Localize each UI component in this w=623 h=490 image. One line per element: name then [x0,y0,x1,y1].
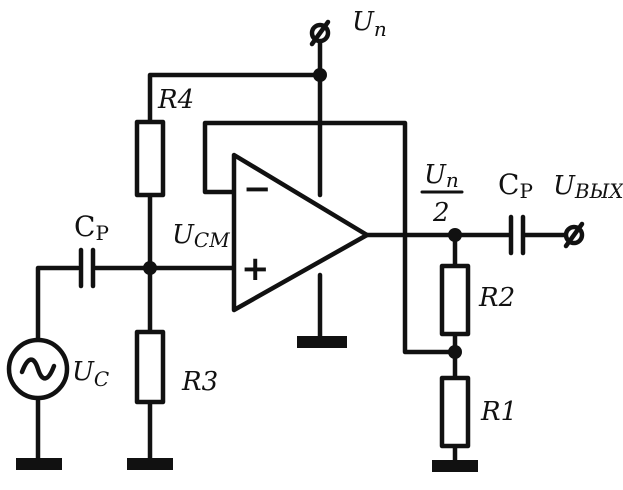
resistor-r3 [134,329,166,405]
output-terminal [563,221,585,249]
label-u-out: UBЫX [553,171,623,203]
label-r2: R2 [478,283,515,313]
label-cp-out: CP [498,168,533,203]
label-u-cm: UCM [172,220,230,252]
r4-top-wire [147,72,323,125]
plus-sign: + [241,249,270,289]
feedback-wire [202,120,408,238]
source-wire [35,265,81,343]
svg-text:2: 2 [432,198,450,228]
resistor-r1 [439,375,471,449]
opamp-triangle [231,152,370,313]
junction-divider [448,345,462,359]
ground-r3-icon [127,458,173,470]
junction-output [448,228,462,242]
minus-sign: − [243,169,272,209]
capacitor-cp-out [508,214,526,256]
ground-source-icon [16,458,62,470]
label-half-supply: Uп 2 [420,160,464,228]
ac-source [6,337,70,401]
junction-input [143,261,157,275]
resistor-r2 [439,263,471,337]
divider-tap-wire [402,232,458,355]
ground-opamp-icon [297,336,347,348]
ground-r1-icon [432,460,478,472]
supply-terminal [309,19,331,47]
sine-wave-icon [19,357,57,381]
label-r1: R1 [480,397,517,427]
label-u-c: UC [72,357,109,391]
label-cp-in: CP [74,210,109,245]
resistor-r4 [134,119,166,198]
label-r3: R3 [181,367,218,397]
capacitor-cp-in [78,247,96,289]
junction-supply [313,68,327,82]
label-supply: Uп [352,7,387,41]
label-r4: R4 [157,85,194,115]
svg-text:Uп: Uп [424,160,459,192]
